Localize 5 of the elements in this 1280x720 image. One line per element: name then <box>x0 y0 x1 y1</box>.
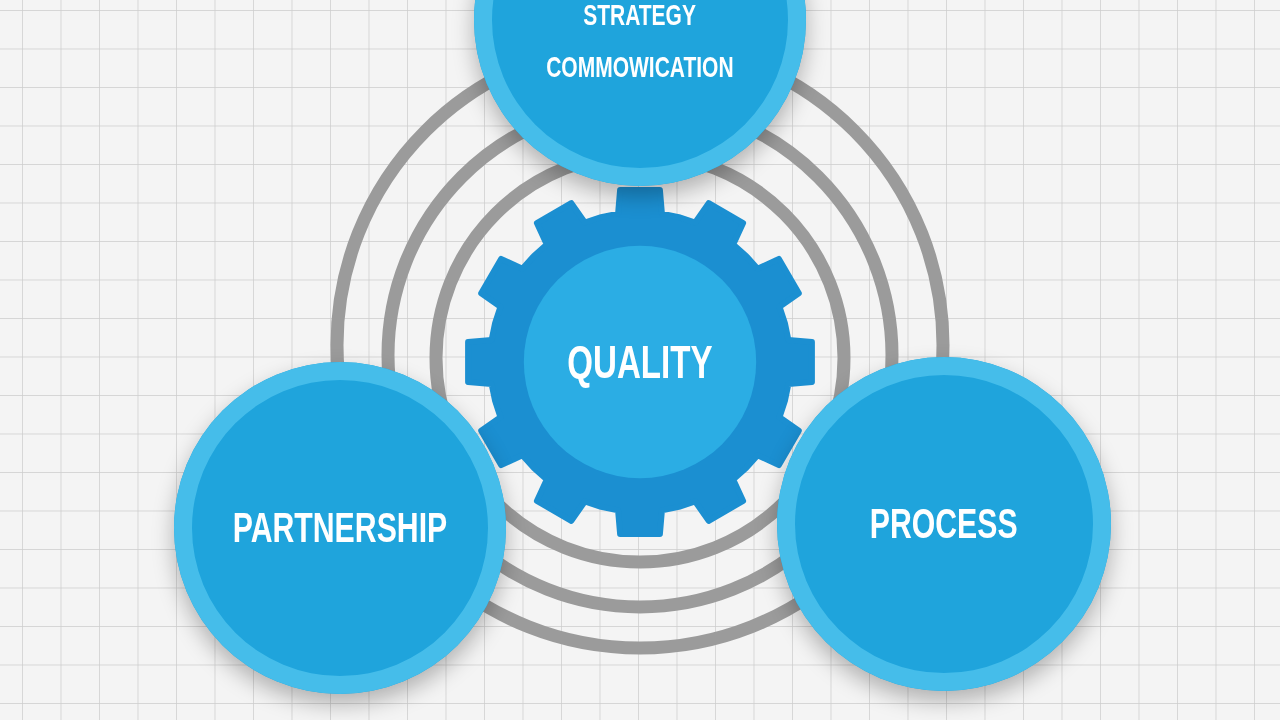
node-label: STRATEGY <box>583 0 697 30</box>
node-label: COMMOWICATION <box>546 52 734 82</box>
node-label: PARTNERSHIP <box>232 507 448 549</box>
node-label: PROCESS <box>870 503 1018 545</box>
gear <box>464 186 816 538</box>
